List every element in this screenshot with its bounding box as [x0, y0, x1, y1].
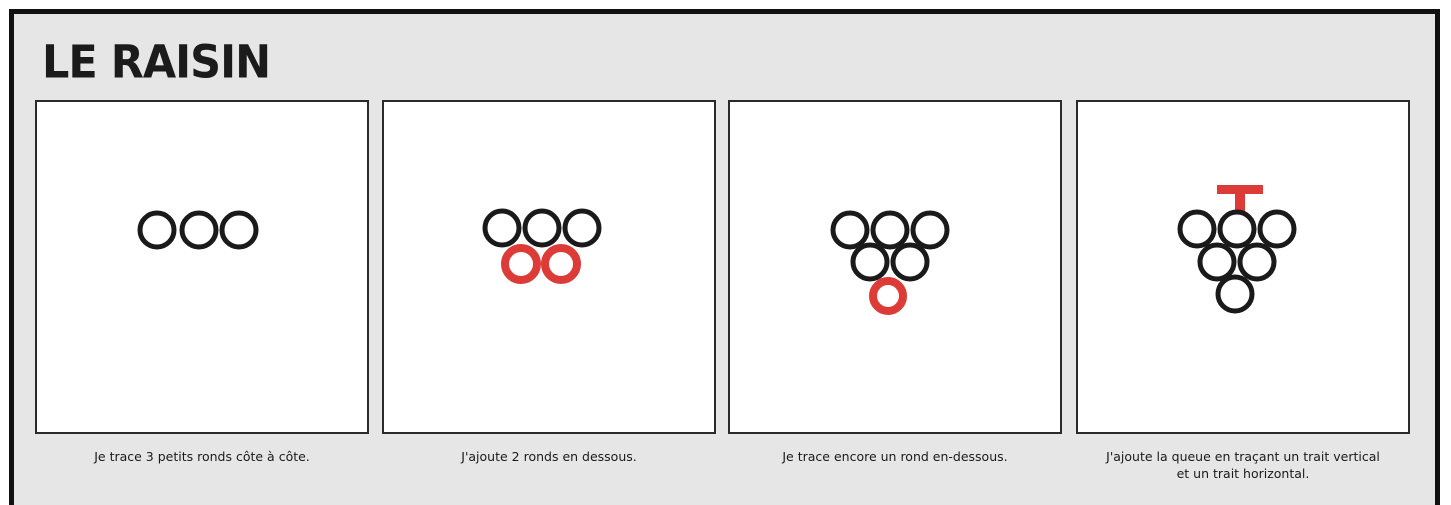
new-grape-circle	[505, 248, 537, 280]
step-4-caption: J'ajoute la queue en traçant un trait ve…	[1076, 448, 1410, 482]
new-grape-circle	[545, 248, 577, 280]
step-4-panel	[1076, 100, 1410, 434]
step-2-drawing	[384, 102, 714, 432]
step-4-caption-line-1: J'ajoute la queue en traçant un trait ve…	[1076, 448, 1410, 465]
step-3-panel	[728, 100, 1062, 434]
grape-circle	[873, 213, 907, 247]
step-3-drawing	[730, 102, 1060, 432]
grape-circle	[913, 213, 947, 247]
grape-circle	[893, 245, 927, 279]
grape-circle	[853, 245, 887, 279]
grape-circle	[1180, 212, 1214, 246]
step-1-drawing	[37, 102, 367, 432]
step-1-panel	[35, 100, 369, 434]
grape-circle	[182, 213, 216, 247]
grape-circle	[222, 213, 256, 247]
grape-circle	[525, 211, 559, 245]
step-3-caption: Je trace encore un rond en-dessous.	[728, 448, 1062, 465]
grape-circle	[565, 211, 599, 245]
grape-circle	[833, 213, 867, 247]
grape-circle	[485, 211, 519, 245]
step-4-caption-line-2: et un trait horizontal.	[1076, 465, 1410, 482]
step-2-panel	[382, 100, 716, 434]
grape-circle	[140, 213, 174, 247]
grape-circle	[1260, 212, 1294, 246]
step-4-drawing	[1078, 102, 1408, 432]
new-grape-circle	[873, 281, 903, 311]
page-title: LE RAISIN	[42, 37, 270, 90]
tutorial-sheet: LE RAISIN Je trace 3 petits ronds côte à…	[9, 9, 1440, 505]
grape-circle	[1200, 245, 1234, 279]
grape-circle	[1220, 212, 1254, 246]
step-2-caption: J'ajoute 2 ronds en dessous.	[382, 448, 716, 465]
step-1-caption: Je trace 3 petits ronds côte à côte.	[35, 448, 369, 465]
grape-circle	[1218, 277, 1252, 311]
grape-circle	[1240, 245, 1274, 279]
